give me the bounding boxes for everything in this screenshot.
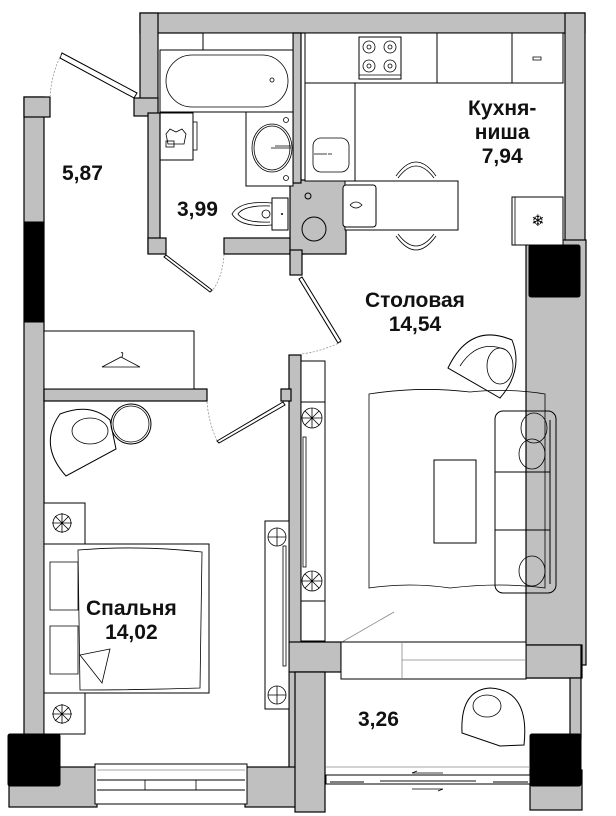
sliding-door-arrows-icon (411, 770, 444, 792)
bed-icon (43, 543, 210, 694)
coffee-table-icon (433, 459, 477, 544)
washbasin-icon (245, 111, 294, 187)
entrance-door[interactable] (49, 52, 138, 99)
area-value: 7,94 (481, 145, 523, 168)
dining-room (298, 276, 557, 643)
room-area-balcony: 3,26 (358, 708, 399, 732)
tv-cabinet (300, 360, 326, 642)
hanger-icon (101, 352, 141, 368)
bathroom (159, 32, 327, 293)
room-area-hallway: 5,87 (62, 162, 103, 186)
nightstand (43, 502, 86, 545)
hood-icon (532, 56, 542, 61)
room-label-dining: Столовая 14,54 (365, 289, 465, 337)
area-value: 3,99 (177, 198, 218, 221)
bathtub-icon (159, 49, 294, 113)
room-label-kitchen: Кухня- ниша 7,94 (468, 97, 536, 169)
room-area-bathroom: 3,99 (177, 198, 218, 222)
nightstand (43, 692, 86, 735)
armchair-icon (447, 334, 517, 399)
wardrobe (264, 520, 290, 710)
bedroom-door[interactable] (206, 400, 286, 444)
room-label-bedroom: Спальня 14,02 (86, 597, 177, 645)
area-value: 14,54 (388, 313, 442, 336)
room-name: ниша (474, 121, 530, 144)
bedroom (43, 400, 290, 805)
room-name: Спальня (86, 597, 177, 620)
plant-icon (301, 407, 323, 429)
area-value: 14,02 (105, 621, 158, 644)
area-value: 3,26 (358, 708, 399, 731)
bathroom-door[interactable] (163, 254, 225, 293)
balcony (325, 641, 531, 792)
refrigerator-icon: ❄ (511, 196, 564, 246)
room-name: Столовая (365, 289, 465, 312)
hallway (43, 52, 195, 390)
room-name: Кухня- (468, 97, 537, 120)
wardrobe (43, 330, 195, 390)
round-table-icon (110, 403, 152, 445)
sofa-icon (494, 410, 557, 594)
bedroom-window[interactable] (94, 763, 248, 805)
dining-door[interactable] (298, 276, 342, 355)
kitchen-sink-icon (312, 137, 350, 173)
area-value: 5,87 (62, 162, 103, 185)
columns (7, 221, 582, 787)
dishwasher (342, 184, 377, 228)
kitchen: ❄ (304, 32, 564, 251)
toilet-icon (231, 197, 289, 231)
washing-machine-icon (160, 112, 198, 161)
armchair-icon (49, 408, 117, 477)
rug-icon (368, 389, 546, 589)
svg-text:❄: ❄ (531, 213, 544, 230)
balcony-window[interactable] (325, 766, 531, 785)
plant-icon (301, 570, 323, 592)
armchair-icon (461, 687, 526, 747)
stove-icon (358, 36, 402, 80)
